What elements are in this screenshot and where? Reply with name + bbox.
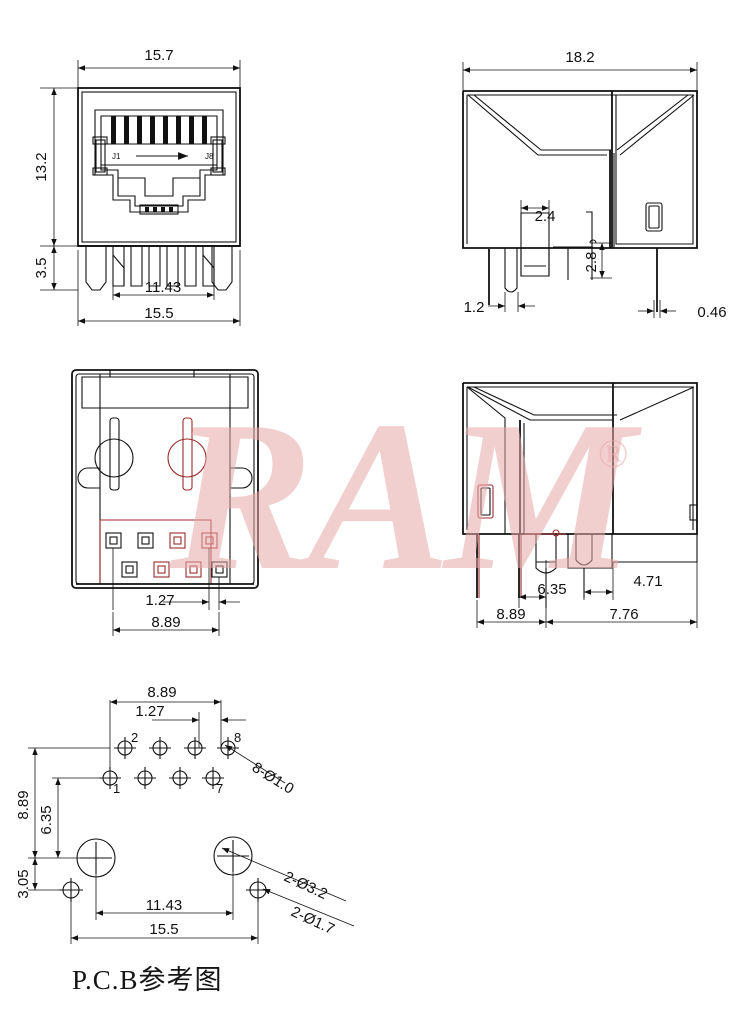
pcb-callout-pin-holes: 8-Ø1.0 (249, 759, 297, 798)
dim-front-bottom-width: 15.5 (144, 305, 173, 322)
pin-label-j8: J8 (205, 152, 214, 161)
dim-side-depth: 18.2 (565, 49, 594, 66)
dim-side2-boss-offset: 4.71 (633, 573, 662, 590)
pcb-hole-number-8: 8 (234, 730, 241, 745)
dim-pcb-boss-span-x: 11.43 (146, 897, 182, 914)
pcb-callout-boss-holes: 2-Ø3.2 (281, 868, 330, 903)
dim-pcb-span-x: 8.89 (147, 684, 176, 701)
side-view-bottom: 6.35 4.71 8.89 7.76 (462, 382, 698, 628)
pcb-boss-right (213, 836, 253, 876)
dim-pcb-span-y: 8.89 (15, 790, 32, 819)
pin-label-j1: J1 (112, 152, 121, 161)
pcb-hole-number-7: 7 (216, 781, 223, 796)
bottom-view: 1.27 8.89 (71, 369, 259, 636)
dim-pcb-pitch-x: 1.27 (135, 703, 164, 720)
pcb-hole-number-2: 2 (131, 730, 138, 745)
dim-side2-pin-span: 8.89 (496, 606, 525, 623)
dim-side2-boss-span: 7.76 (609, 606, 638, 623)
dim-front-height: 13.2 (33, 152, 50, 181)
dim-bottom-pitch: 1.27 (145, 592, 174, 609)
dim-side-tab-height: 2.8 (583, 252, 600, 273)
pcb-caption: P.C.B参考图 (72, 965, 223, 995)
dim-front-top-width: 15.7 (144, 47, 173, 64)
dim-side-tab-width: 2.4 (535, 208, 556, 225)
pad-row-lower (121, 561, 228, 578)
side-view-top: 18.2 2.4 2.8 1.2 0.46 (462, 49, 727, 321)
dim-side-pin-thickness: 0.46 (697, 304, 726, 321)
pcb-hole-number-1: 1 (113, 781, 120, 796)
dim-front-inner-width: 11.43 (145, 279, 181, 296)
dim-side2-pin-offset: 6.35 (537, 581, 566, 598)
pcb-layout-view: 2 8 1 7 8-Ø1.0 2-Ø3.2 (15, 684, 355, 944)
dim-pcb-outline-width: 15.5 (149, 921, 178, 938)
dim-front-pin-height: 3.5 (33, 258, 50, 279)
pad-row-upper (105, 532, 218, 549)
dim-bottom-span: 8.89 (151, 614, 180, 631)
dim-pcb-boss-offset-y: 3.05 (15, 869, 32, 898)
front-view: J1 J8 15.7 (33, 47, 241, 326)
contact-fingers (111, 116, 207, 144)
dim-pcb-row-offset-y: 6.35 (38, 805, 55, 834)
dim-side-leg-offset: 1.2 (464, 299, 485, 316)
pcb-callout-locating-holes: 2-Ø1.7 (288, 903, 337, 938)
